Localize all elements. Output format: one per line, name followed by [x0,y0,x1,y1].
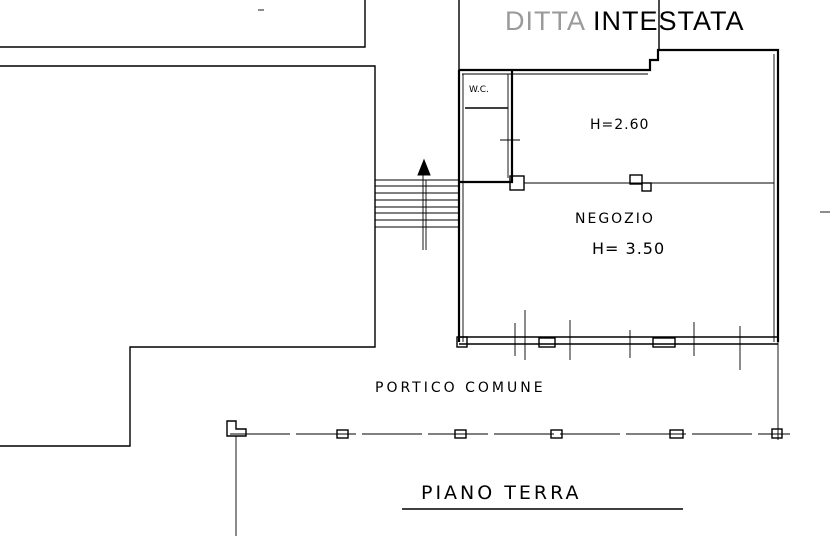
portico-columns [226,420,790,536]
portico-label: PORTICO COMUNE [375,380,546,396]
floor-title: PIANO TERRA [421,482,582,504]
upper-room-height: H=2.60 [590,117,650,133]
adjacent-building-outline [0,0,376,447]
owner-heading: DITTA INTESTATA [505,8,745,35]
shop-name: NEGOZIO [575,211,655,227]
shop-height: H= 3.50 [592,239,666,258]
shop-front [456,310,779,440]
entrance-arrow [417,158,431,250]
entrance-steps [375,179,460,228]
owner-heading-faded: DITTA [505,6,585,36]
shop-walls [457,0,780,342]
owner-heading-bold: INTESTATA [593,6,745,36]
wc-label: W.C. [469,85,489,95]
